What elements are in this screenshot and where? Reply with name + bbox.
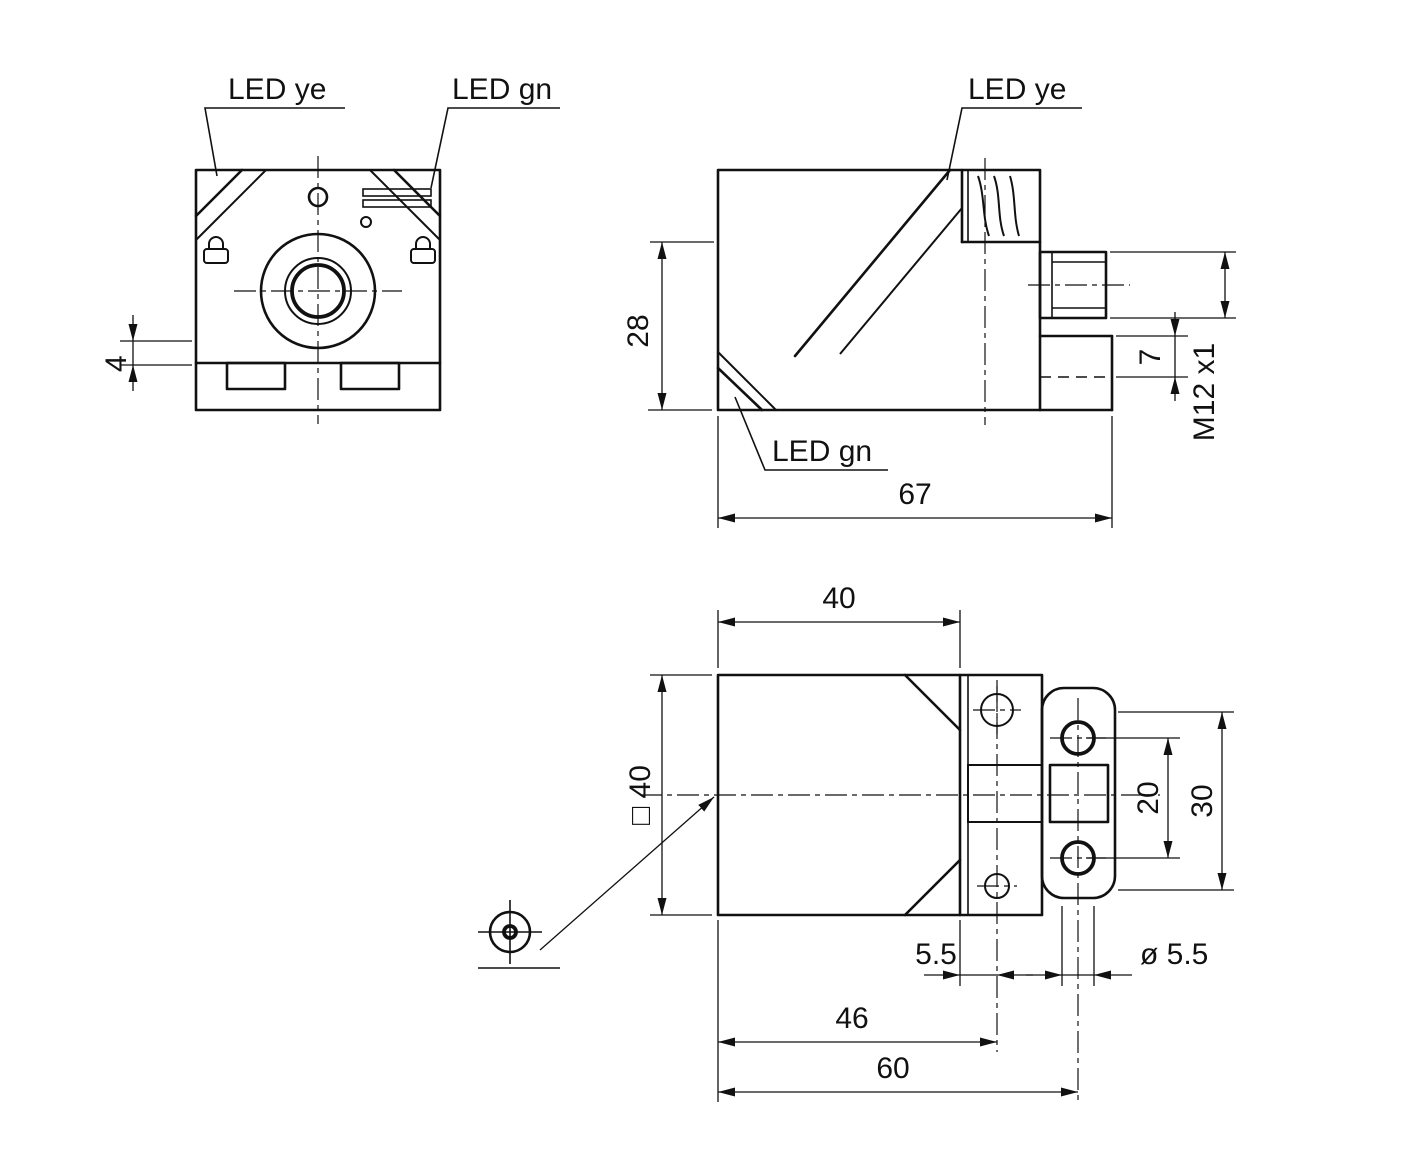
led-ye-front-text: LED ye [228,73,326,106]
led-window-icon [362,188,432,208]
lock-open-icon [203,236,229,264]
led-gn-front-text: LED gn [452,73,552,106]
dim-60-label: 60 [876,1052,909,1085]
dimension-hole-diameter: ø 5.5 [1026,906,1208,986]
dimension-square-40: □ 40 [624,674,712,916]
dim-square40-label: □ 40 [624,765,657,825]
dim-40-label: 40 [822,582,855,615]
dim-67-label: 67 [898,478,931,511]
dim-m12-label: M12 x1 [1188,343,1221,441]
dimension-67: 67 [717,416,1113,528]
label-led-gn-side: LED gn [734,396,888,471]
dimension-front-step: 4 [100,315,192,391]
label-led-gn-front: LED gn [430,73,560,189]
dimension-30: 30 [1118,711,1234,891]
dim-28-label: 28 [622,314,655,347]
dim-30-label: 30 [1186,784,1219,817]
label-led-ye-front: LED ye [204,73,345,177]
led-gn-side-text: LED gn [772,435,872,468]
dimension-7: 7 [1116,312,1188,401]
label-led-ye-side: LED ye [946,73,1082,181]
reference-target-icon [478,796,715,969]
dimension-m12: M12 x1 [1110,251,1236,441]
led-light-guide [960,168,1042,244]
dim-46-label: 46 [835,1002,868,1035]
dim-20-label: 20 [1132,781,1165,814]
dimension-28: 28 [622,241,714,411]
mounting-slot-right [339,361,401,391]
mounting-foot [1038,334,1114,412]
dim-hole-dia-label: ø 5.5 [1140,938,1208,971]
front-view: 4 LED ye LED gn [100,73,560,424]
mounting-slot-left [225,361,287,391]
lock-closed-icon [410,236,436,264]
pilot-hole [360,216,372,228]
dimension-46: 46 [717,920,997,1102]
dimension-40: 40 [717,582,961,668]
led-ye-side-text: LED ye [968,73,1066,106]
dimension-20: 20 [1086,737,1180,859]
dim-7-label: 7 [1134,349,1167,366]
bottom-view: 40 □ 40 20 30 5.5 [478,582,1234,1102]
m12-connector [1028,250,1130,320]
connector-square [1048,763,1110,824]
dimension-60: 60 [718,1052,1078,1097]
dimension-5-5: 5.5 [915,920,1033,986]
dim-5-5-label: 5.5 [915,938,957,971]
dim-4-label: 4 [100,355,133,372]
side-view: 28 7 M12 x1 67 LED ye [622,73,1236,528]
